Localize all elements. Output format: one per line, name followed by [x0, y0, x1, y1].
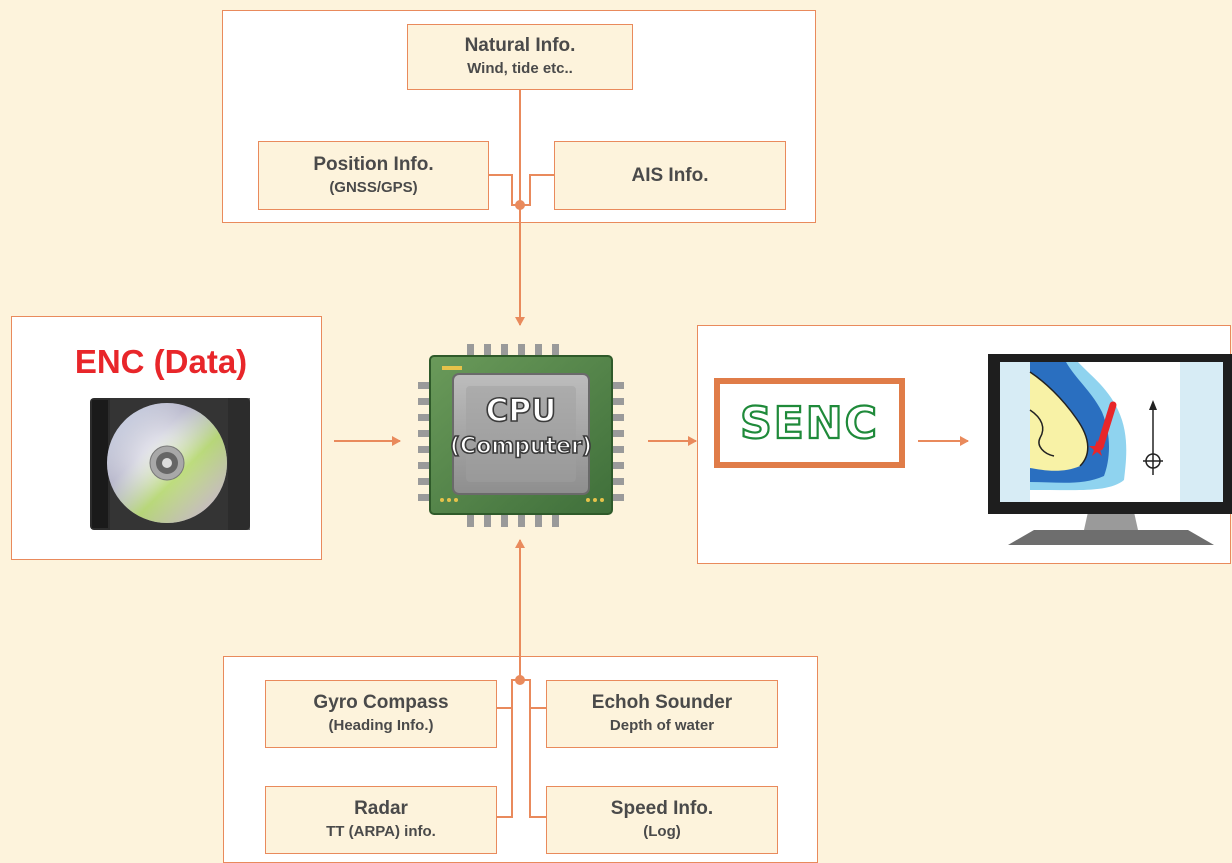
radar-subtitle: TT (ARPA) info. — [326, 823, 436, 840]
senc-box: SENC — [714, 378, 905, 468]
natural-info-box: Natural Info. Wind, tide etc.. — [407, 24, 633, 90]
cpu-label: CPU — [485, 392, 557, 430]
echo-sounder-title: Echoh Sounder — [591, 692, 733, 713]
cpu-chip-icon — [418, 344, 624, 527]
enc-title: ENC (Data) — [74, 343, 248, 380]
speed-info-title: Speed Info. — [610, 798, 714, 819]
natural-info-subtitle: Wind, tide etc.. — [467, 60, 573, 77]
speed-info-subtitle: (Log) — [643, 823, 681, 840]
top-connectors — [489, 90, 554, 206]
position-info-title: Position Info. — [313, 153, 434, 175]
position-info-box: Position Info. (GNSS/GPS) — [258, 141, 489, 210]
chart-monitor-icon — [988, 354, 1232, 545]
gyro-compass-subtitle: (Heading Info.) — [328, 717, 434, 734]
gyro-compass-box: Gyro Compass (Heading Info.) — [265, 680, 497, 748]
position-info-subtitle: (GNSS/GPS) — [329, 178, 418, 196]
natural-info-title: Natural Info. — [464, 35, 576, 56]
cd-case-icon — [90, 398, 250, 530]
echo-sounder-box: Echoh Sounder Depth of water — [546, 680, 778, 748]
radar-box: Radar TT (ARPA) info. — [265, 786, 497, 854]
bottom-connectors — [497, 679, 546, 818]
senc-label: SENC — [739, 396, 879, 449]
echo-sounder-subtitle: Depth of water — [609, 717, 715, 734]
cpu-sublabel: (Computer) — [449, 433, 593, 460]
gyro-compass-title: Gyro Compass — [313, 692, 449, 713]
ais-info-title: AIS Info. — [631, 164, 709, 186]
ais-info-box: AIS Info. — [554, 141, 786, 210]
speed-info-box: Speed Info. (Log) — [546, 786, 778, 854]
radar-title: Radar — [354, 798, 408, 819]
